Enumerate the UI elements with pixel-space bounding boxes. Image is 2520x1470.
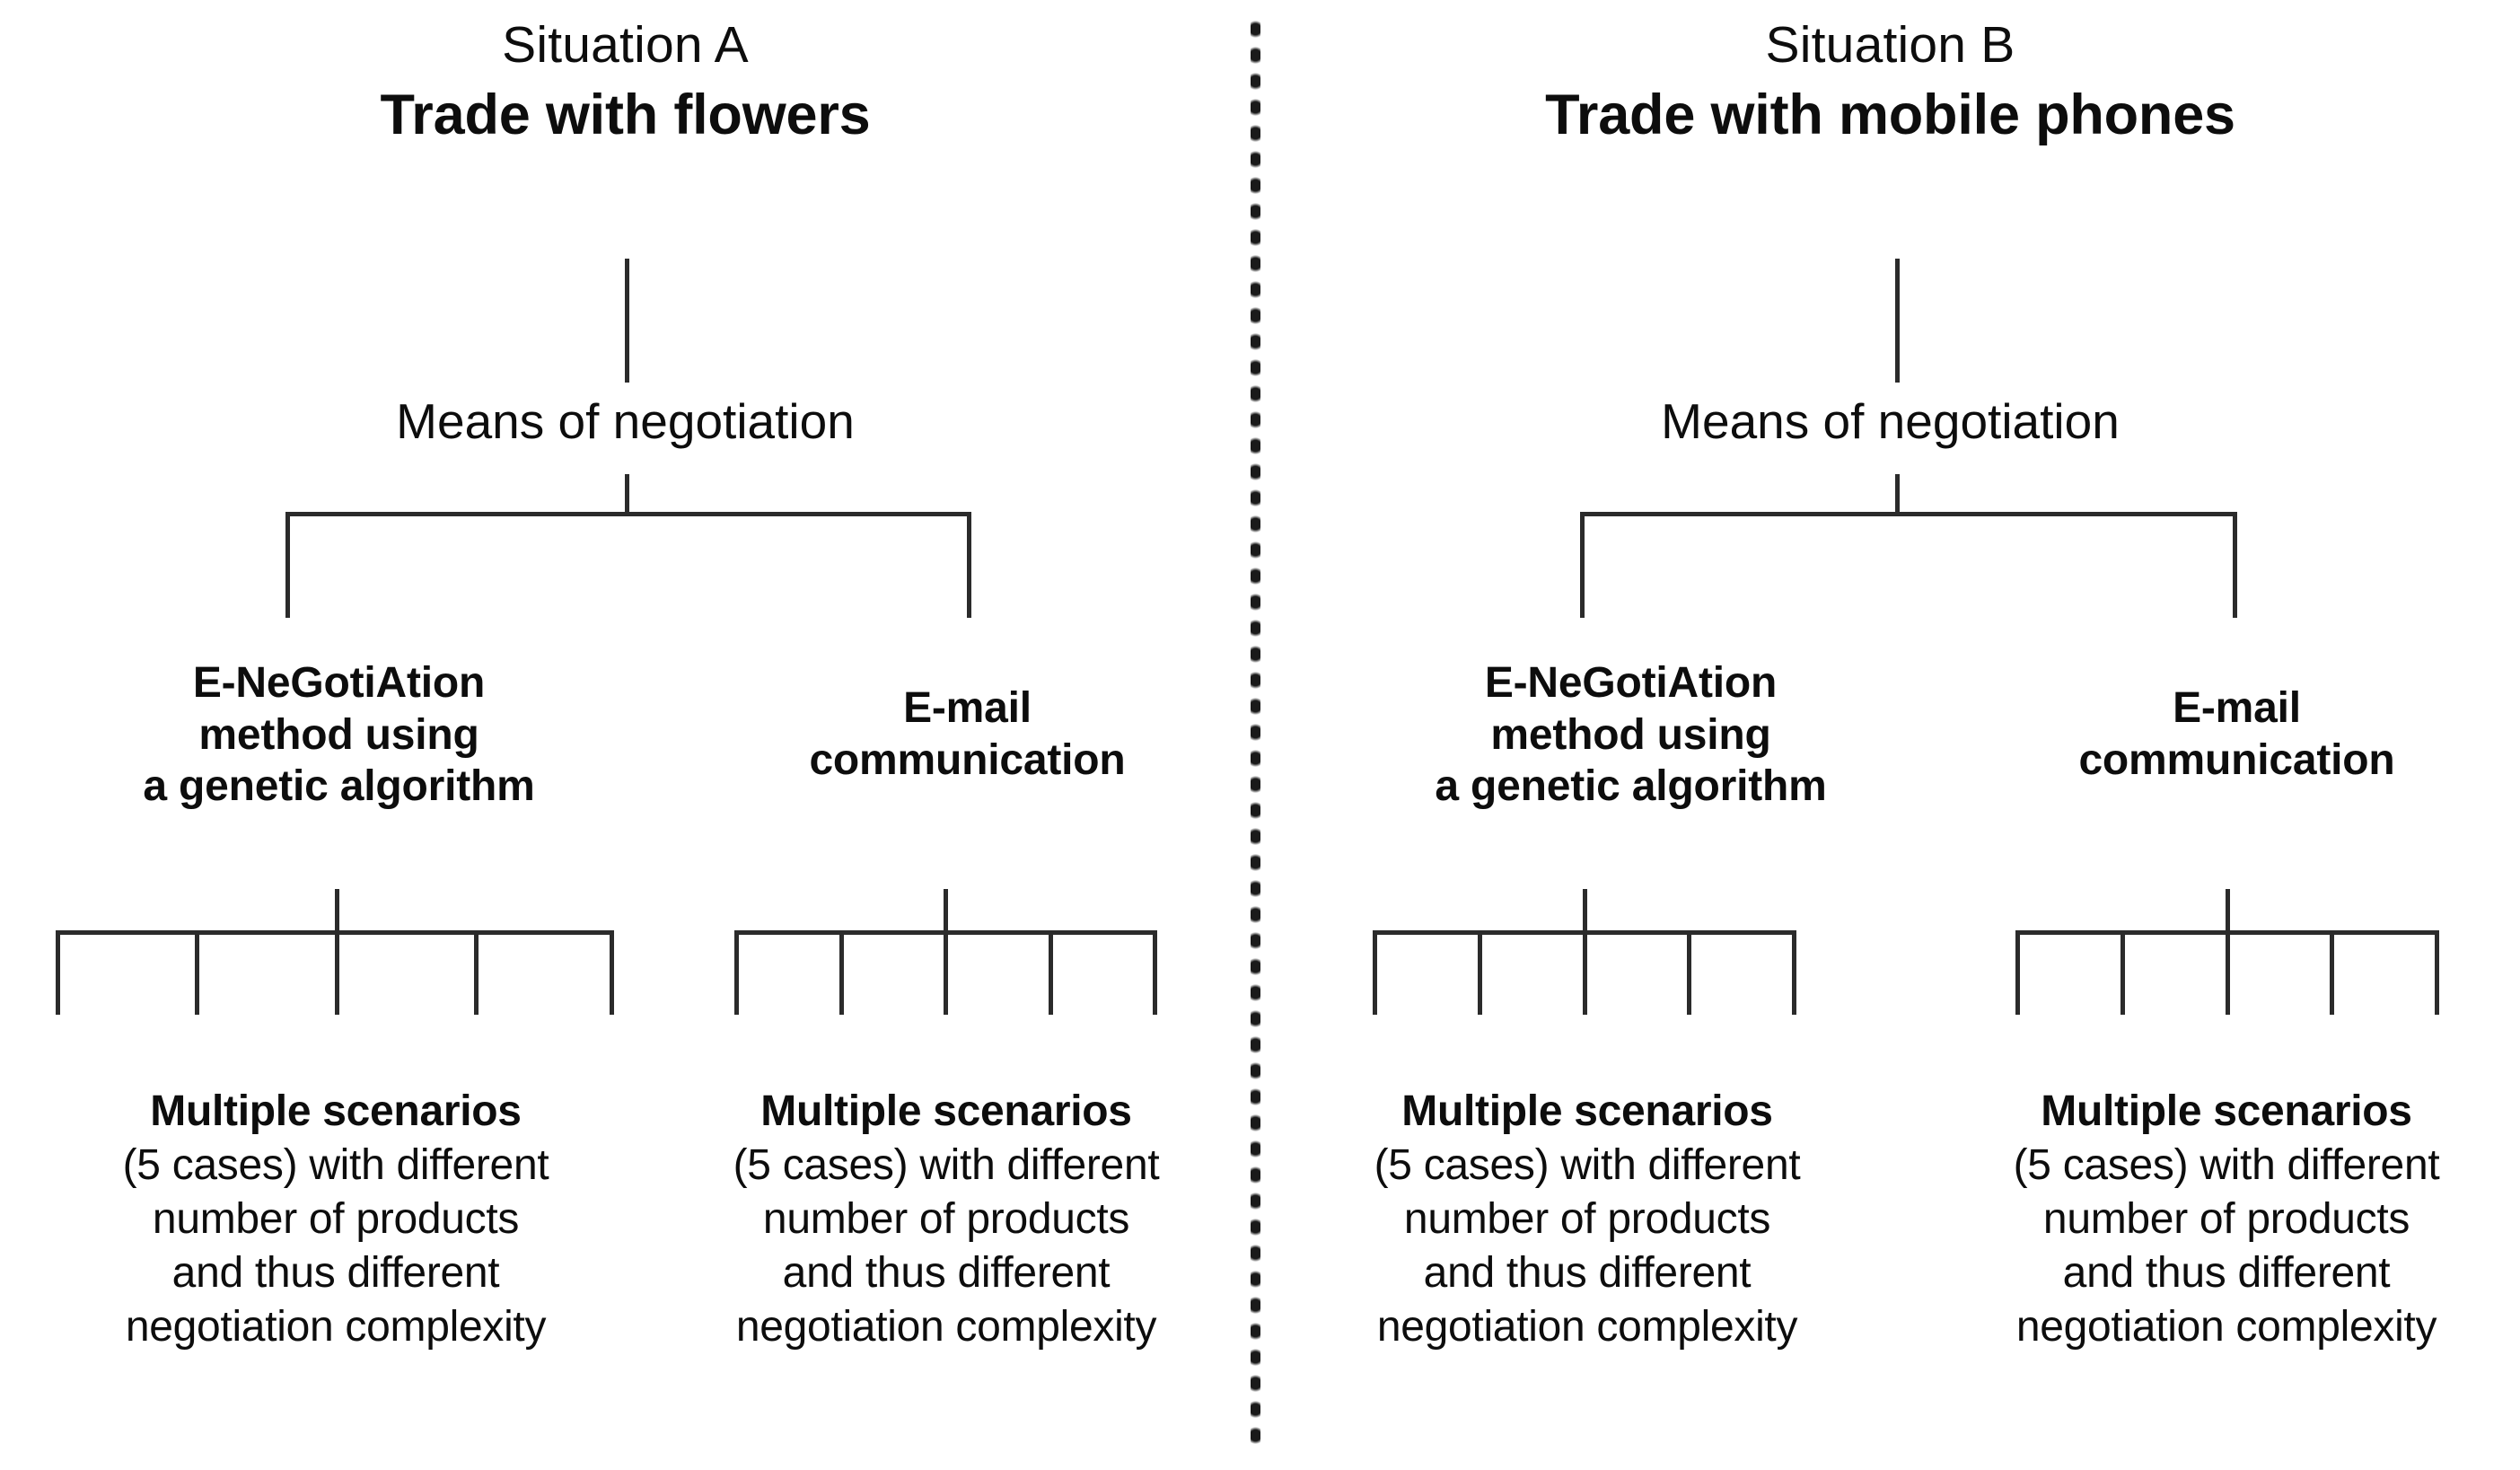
connector-split-right-drop-b xyxy=(2233,512,2237,618)
scenario-body-line-4: negotiation complexity xyxy=(735,1303,1157,1351)
connector-split-bar-a xyxy=(285,512,971,516)
means-of-negotiation-label-b: Means of negotiation xyxy=(1661,393,2120,449)
method-line-2: method using xyxy=(1490,710,1771,759)
method-line-3: a genetic algorithm xyxy=(1435,762,1827,811)
method-label-e-negotiation-a: E-NeGotiAtion method using a genetic alg… xyxy=(58,657,619,813)
method-line-2: communication xyxy=(809,735,1126,784)
scenario-body-line-4: negotiation complexity xyxy=(1376,1303,1798,1351)
connector-title-to-means-b xyxy=(1895,259,1900,383)
method-line-2: method using xyxy=(198,710,479,759)
comb-prong-5 xyxy=(1792,930,1796,1015)
method-line-1: E-mail xyxy=(903,684,1032,732)
comb-prong-1 xyxy=(1373,930,1377,1015)
comb-prong-2 xyxy=(839,930,844,1015)
method-line-3: a genetic algorithm xyxy=(143,762,535,811)
panel-divider-dotted-line xyxy=(1251,16,1260,1450)
connector-split-left-drop-b xyxy=(1580,512,1585,618)
comb-prong-1 xyxy=(2015,930,2020,1015)
scenario-body-line-3: and thus different xyxy=(171,1249,500,1297)
comb-prong-4 xyxy=(474,930,479,1015)
comb-prong-5 xyxy=(610,930,614,1015)
comb-stem xyxy=(1583,889,1587,934)
panel-title-b: Trade with mobile phones xyxy=(1545,84,2235,146)
connector-split-bar-b xyxy=(1580,512,2237,516)
scenario-body-line-2: number of products xyxy=(762,1195,1130,1243)
comb-prong-2 xyxy=(195,930,199,1015)
comb-prong-4 xyxy=(1049,930,1053,1015)
scenario-block-email-b: Multiple scenarios (5 cases) with differ… xyxy=(1900,1085,2520,1354)
comb-stem xyxy=(944,889,948,934)
comb-stem xyxy=(2226,889,2230,934)
scenario-body-line-2: number of products xyxy=(2042,1195,2410,1243)
scenario-body-line-3: and thus different xyxy=(1423,1249,1752,1297)
means-of-negotiation-label-a: Means of negotiation xyxy=(396,393,855,449)
scenario-body-line-1: (5 cases) with different xyxy=(733,1141,1160,1189)
method-label-email-a: E-mail communication xyxy=(709,682,1225,786)
panel-situation-a: Situation A Trade with flowers Means of … xyxy=(0,0,1251,1470)
scenario-block-e-negotiation-a: Multiple scenarios (5 cases) with differ… xyxy=(9,1085,663,1354)
scenario-body-line-1: (5 cases) with different xyxy=(122,1141,549,1189)
comb-prong-3 xyxy=(944,930,948,1015)
scenario-body-line-4: negotiation complexity xyxy=(2015,1303,2437,1351)
situation-label-b: Situation B xyxy=(1765,16,2015,74)
comb-prong-2 xyxy=(1478,930,1482,1015)
scenario-block-e-negotiation-b: Multiple scenarios (5 cases) with differ… xyxy=(1260,1085,1914,1354)
scenario-body-line-3: and thus different xyxy=(782,1249,1111,1297)
method-line-1: E-NeGotiAtion xyxy=(1484,659,1778,707)
comb-prong-4 xyxy=(2330,930,2334,1015)
method-line-1: E-mail xyxy=(2173,684,2301,732)
scenario-lead: Multiple scenarios xyxy=(1401,1087,1773,1135)
scenario-lead: Multiple scenarios xyxy=(2041,1087,2412,1135)
panel-title-a: Trade with flowers xyxy=(380,84,871,146)
method-label-e-negotiation-b: E-NeGotiAtion method using a genetic alg… xyxy=(1350,657,1911,813)
scenario-lead: Multiple scenarios xyxy=(150,1087,522,1135)
comb-prong-3 xyxy=(335,930,339,1015)
comb-prong-3 xyxy=(2226,930,2230,1015)
comb-prong-5 xyxy=(2435,930,2439,1015)
comb-prong-5 xyxy=(1153,930,1157,1015)
connector-split-left-drop-a xyxy=(285,512,290,618)
method-label-email-b: E-mail communication xyxy=(1979,682,2495,786)
comb-prong-4 xyxy=(1687,930,1691,1015)
connector-means-stem-b xyxy=(1895,474,1900,515)
connector-split-right-drop-a xyxy=(967,512,971,618)
comb-prong-1 xyxy=(734,930,739,1015)
comb-prong-2 xyxy=(2120,930,2125,1015)
panel-situation-b: Situation B Trade with mobile phones Mea… xyxy=(1260,0,2520,1470)
scenario-body-line-1: (5 cases) with different xyxy=(2013,1141,2440,1189)
method-line-2: communication xyxy=(2078,735,2395,784)
situation-label-a: Situation A xyxy=(502,16,749,74)
scenario-block-email-a: Multiple scenarios (5 cases) with differ… xyxy=(619,1085,1273,1354)
method-line-1: E-NeGotiAtion xyxy=(192,659,486,707)
scenario-body-line-4: negotiation complexity xyxy=(125,1303,547,1351)
scenario-body-line-2: number of products xyxy=(152,1195,520,1243)
comb-stem xyxy=(335,889,339,934)
scenario-body-line-1: (5 cases) with different xyxy=(1374,1141,1801,1189)
comb-prong-1 xyxy=(56,930,60,1015)
scenario-lead: Multiple scenarios xyxy=(760,1087,1132,1135)
scenario-body-line-2: number of products xyxy=(1403,1195,1771,1243)
comb-prong-3 xyxy=(1583,930,1587,1015)
connector-means-stem-a xyxy=(625,474,629,515)
connector-title-to-means-a xyxy=(625,259,629,383)
scenario-body-line-3: and thus different xyxy=(2062,1249,2391,1297)
